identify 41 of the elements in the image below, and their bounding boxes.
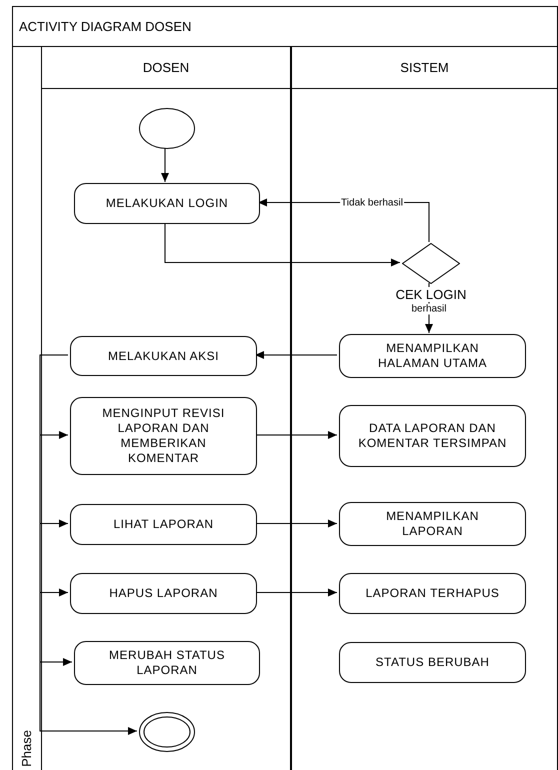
swimlane	[291, 47, 558, 770]
arrow	[254, 351, 338, 359]
phase-label: Phase	[18, 730, 36, 767]
activity-label: MERUBAH STATUS LAPORAN	[108, 648, 226, 678]
lane-title: SISTEM	[400, 58, 449, 77]
arrow	[161, 148, 169, 182]
arrow	[254, 588, 338, 596]
activity-box	[339, 405, 526, 467]
final-node	[139, 712, 195, 752]
decision-label: CEK LOGIN	[394, 287, 468, 302]
activity-box	[70, 397, 257, 475]
activity-box	[70, 573, 257, 614]
swimlane	[41, 47, 291, 770]
activity-box	[70, 336, 257, 376]
arrow	[164, 222, 400, 266]
activity-label: HAPUS LAPORAN	[109, 586, 218, 601]
activity-box	[74, 183, 260, 224]
activity-box	[339, 573, 526, 614]
diagram-frame	[12, 6, 558, 770]
edge-label: berhasil	[410, 304, 448, 314]
initial-node	[139, 108, 195, 149]
arrow	[40, 354, 138, 735]
edge-label: Tidak berhasil	[340, 198, 404, 208]
arrow	[254, 431, 338, 439]
activity-box	[70, 504, 257, 545]
activity-label: LAPORAN TERHAPUS	[366, 586, 500, 601]
frame-label: ACTIVITY DIAGRAM DOSEN	[19, 18, 192, 36]
lane-title: DOSEN	[142, 58, 190, 77]
activity-label: LIHAT LAPORAN	[113, 517, 214, 532]
activity-box	[339, 334, 526, 378]
activity-label: MENAMPILKAN HALAMAN UTAMA	[377, 341, 488, 371]
arrow	[254, 520, 338, 528]
activity-label: MENGINPUT REVISI LAPORAN DAN MEMBERIKAN KOMENTAR	[101, 406, 226, 466]
activity-label: MELAKUKAN AKSI	[108, 348, 220, 364]
activity-label: MENAMPILKAN LAPORAN	[385, 509, 480, 539]
activity-label: MELAKUKAN LOGIN	[106, 196, 228, 211]
activity-box	[74, 641, 260, 685]
activity-box	[339, 642, 526, 683]
activity-label: STATUS BERUBAH	[376, 655, 490, 670]
activity-label: DATA LAPORAN DAN KOMENTAR TERSIMPAN	[357, 421, 508, 451]
activity-box	[339, 502, 526, 546]
